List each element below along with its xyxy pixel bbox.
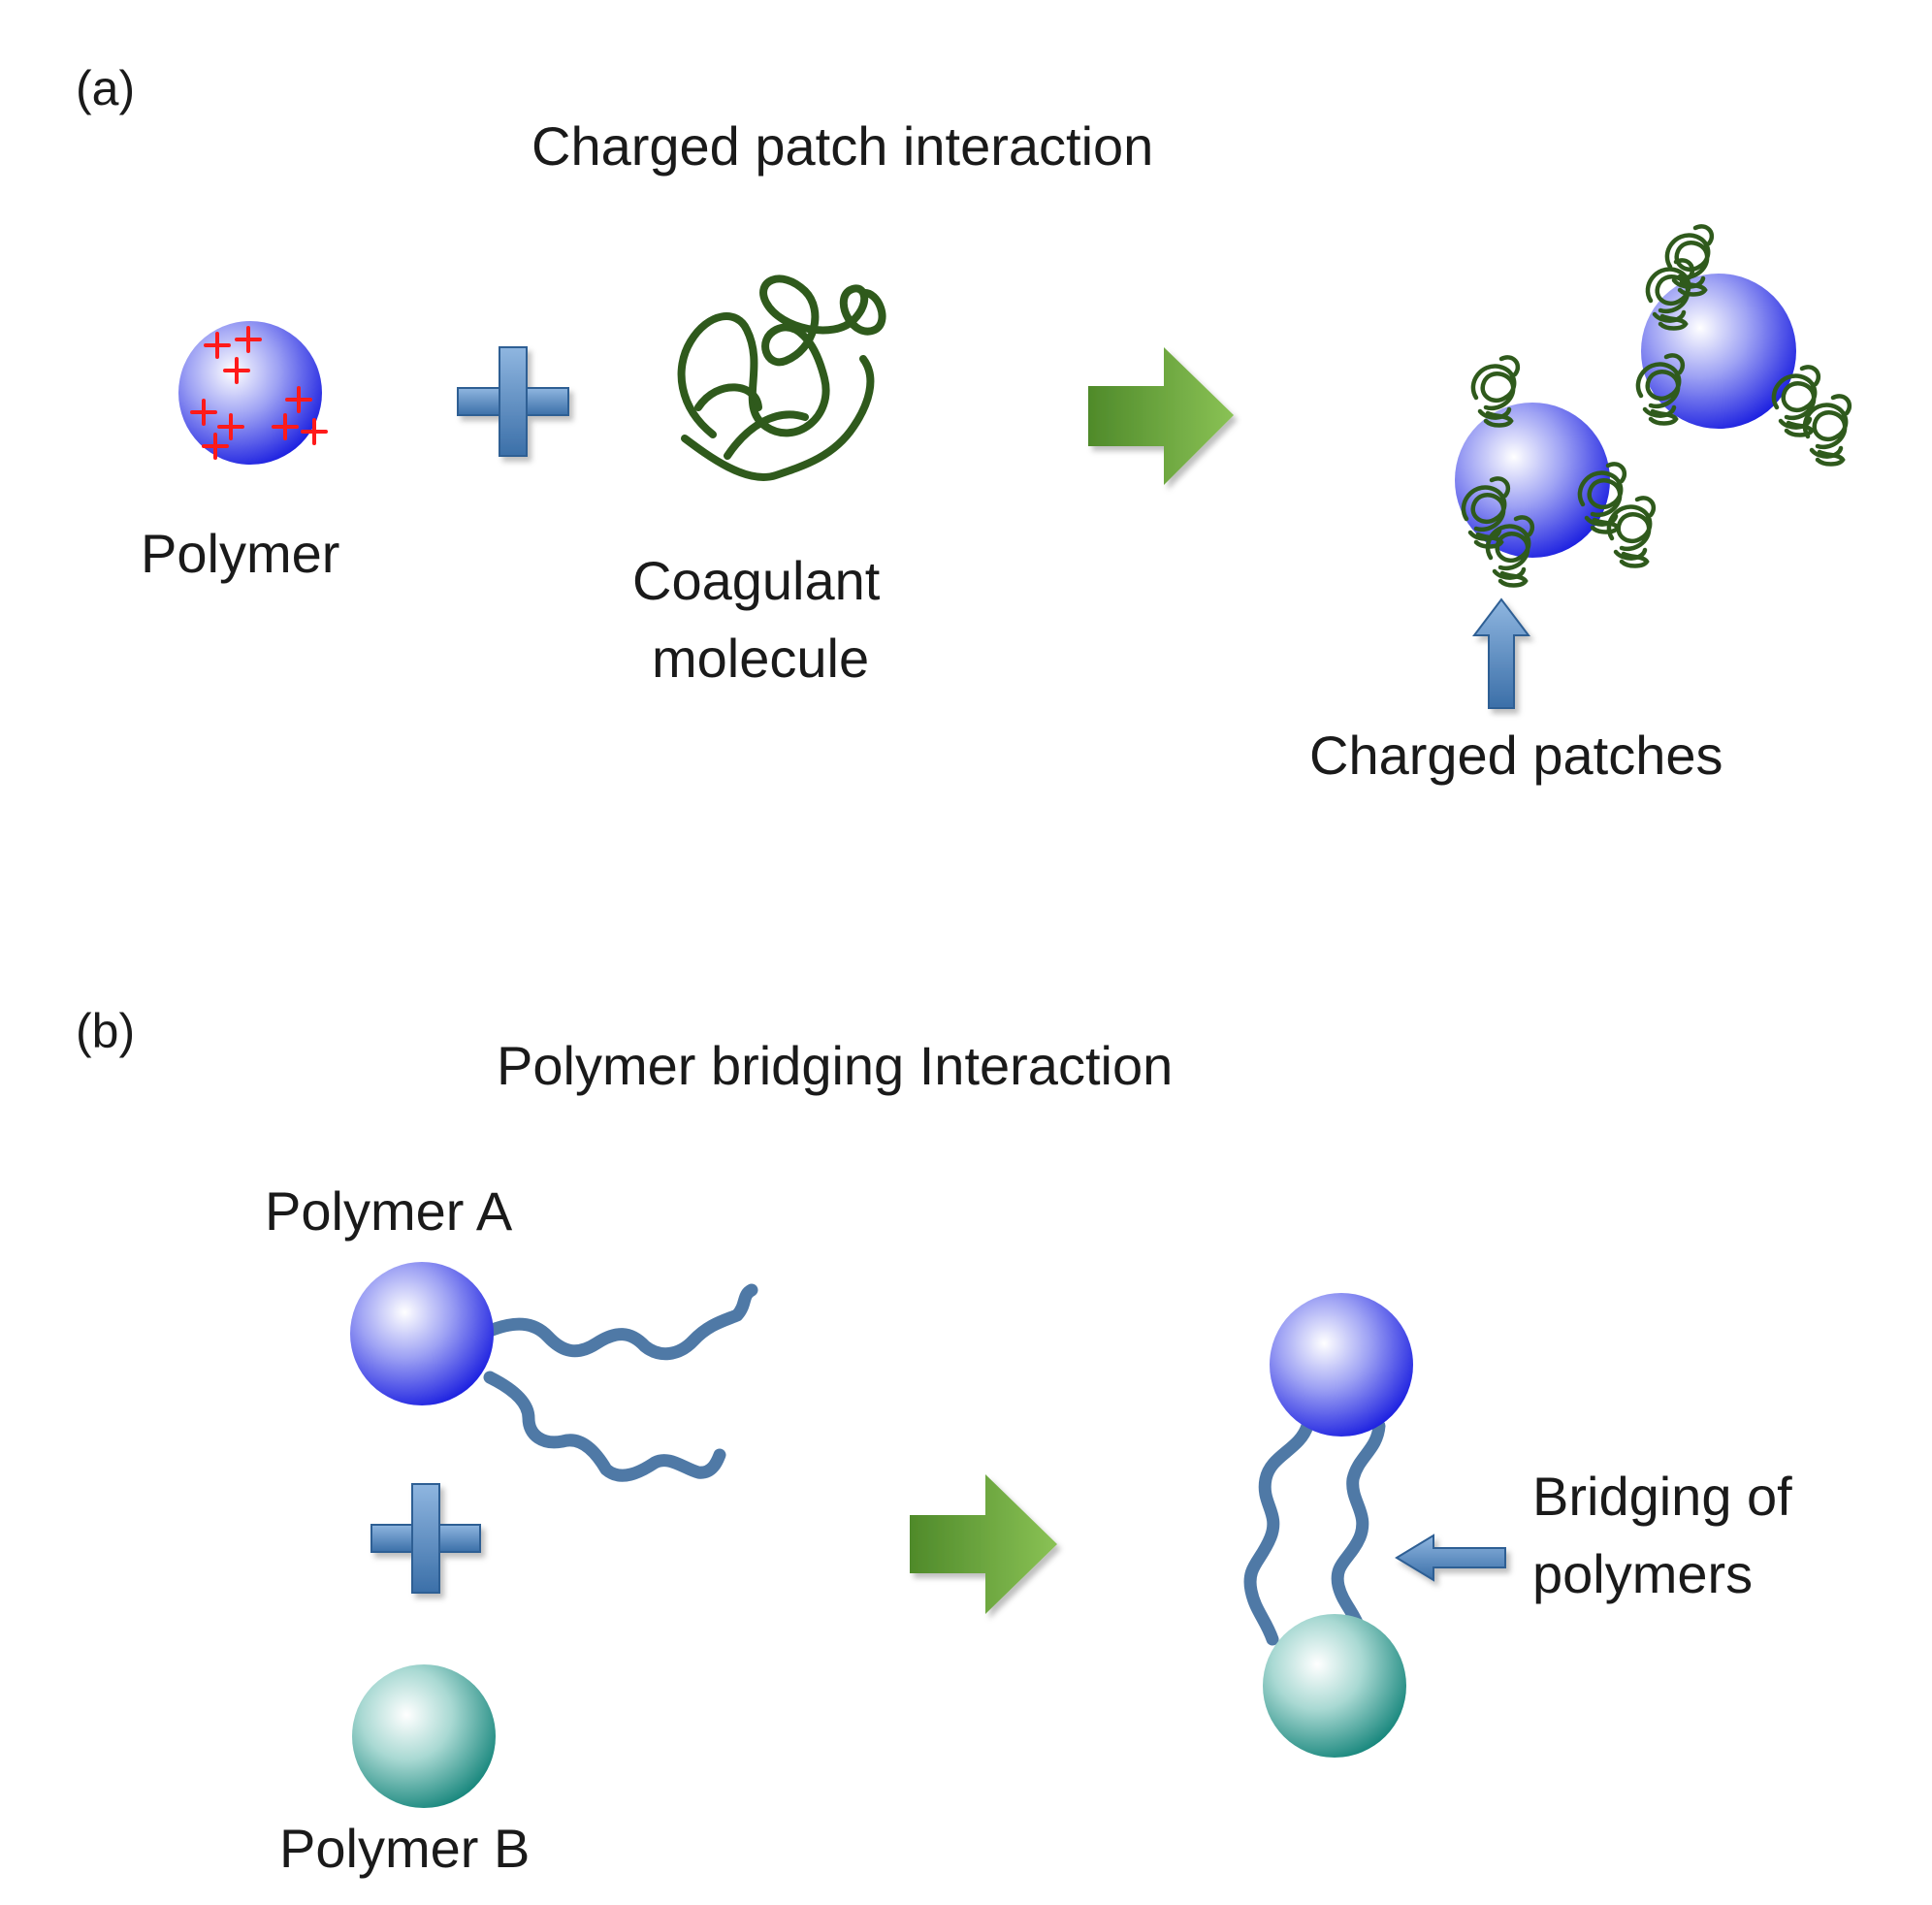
polymer-b-label: Polymer B bbox=[279, 1818, 530, 1879]
plus-icon bbox=[370, 1483, 481, 1594]
reaction-arrow-icon bbox=[910, 1474, 1057, 1614]
bridged-polymer-a-sphere bbox=[1270, 1293, 1413, 1437]
polymer-label: Polymer bbox=[141, 523, 339, 584]
bridging-pointer-arrow-icon bbox=[1395, 1534, 1506, 1582]
charged-patches-label: Charged patches bbox=[1309, 725, 1723, 786]
coagulant-coil-icon bbox=[677, 274, 886, 481]
bridging-chains bbox=[1243, 1419, 1386, 1646]
panel-a-tag: (a) bbox=[76, 61, 135, 115]
polymer-a-chains bbox=[483, 1283, 758, 1482]
patches-pointer-arrow-icon bbox=[1471, 597, 1531, 709]
panel-b-tag: (b) bbox=[76, 1004, 135, 1058]
positive-charge-icons bbox=[190, 326, 328, 460]
bridging-label-line2: polymers bbox=[1532, 1543, 1753, 1604]
polymer-a-sphere bbox=[350, 1262, 494, 1405]
polymer-a-label: Polymer A bbox=[265, 1180, 513, 1242]
plus-icon bbox=[457, 346, 569, 457]
bridging-label-line1: Bridging of bbox=[1532, 1466, 1792, 1527]
coagulant-label-line1: Coagulant bbox=[632, 550, 881, 611]
coagulant-label-line2: molecule bbox=[652, 628, 869, 689]
polymer-b-sphere bbox=[352, 1664, 496, 1808]
reaction-arrow-icon bbox=[1088, 347, 1234, 485]
panel-a-title: Charged patch interaction bbox=[531, 115, 1153, 177]
bridged-polymer-b-sphere bbox=[1263, 1614, 1406, 1758]
polymer-sphere-charged bbox=[178, 321, 328, 465]
panel-b-title: Polymer bridging Interaction bbox=[497, 1035, 1173, 1096]
